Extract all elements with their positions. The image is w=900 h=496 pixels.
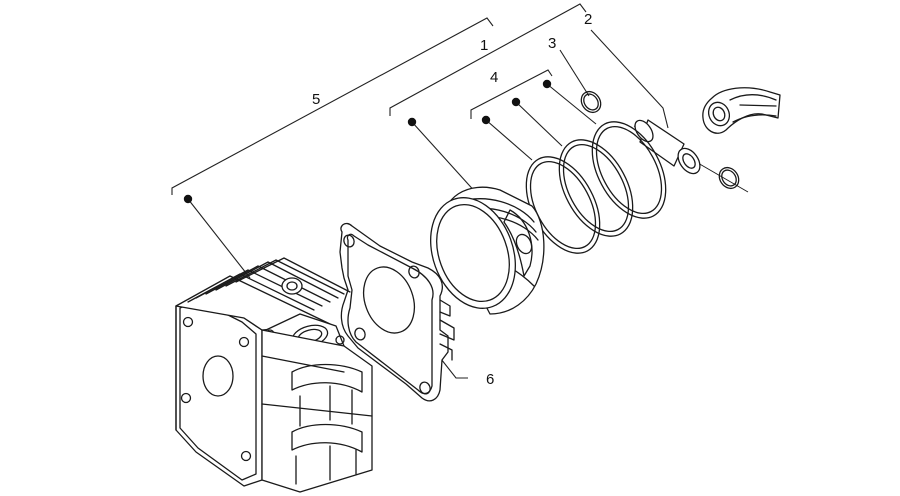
callout-2: 2	[584, 11, 592, 28]
piston-ring-2	[558, 139, 634, 237]
leader-4c	[546, 83, 597, 125]
leader-4b	[515, 101, 563, 147]
cylinder-gasket	[339, 222, 455, 402]
callout-6: 6	[486, 371, 494, 388]
bracket-dots	[183, 79, 552, 204]
circlip-right	[718, 166, 740, 190]
piston-ring-3	[591, 121, 667, 219]
callout-3: 3	[548, 35, 556, 52]
leader-3	[559, 49, 590, 97]
piston	[430, 186, 545, 315]
callout-5: 5	[312, 91, 320, 108]
leader-5	[187, 198, 251, 279]
piston-pin	[634, 119, 701, 175]
leader-4a	[485, 119, 533, 161]
dot-4b	[511, 97, 521, 107]
callout-1: 1	[480, 37, 488, 54]
circlip-left	[580, 90, 602, 114]
dot-4c	[542, 79, 552, 89]
dot-1	[407, 117, 417, 127]
cylinder	[175, 257, 373, 493]
leader-2	[590, 29, 669, 129]
bracket-4	[470, 69, 553, 119]
connecting-rod	[702, 87, 781, 134]
dot-4a	[481, 115, 491, 125]
callout-labels: 1 2 3 4 5 6	[312, 11, 592, 388]
bracket-5	[171, 17, 494, 195]
dot-5	[183, 194, 193, 204]
callout-4: 4	[490, 69, 498, 86]
bracket-1	[389, 3, 587, 116]
leader-1	[411, 121, 479, 196]
